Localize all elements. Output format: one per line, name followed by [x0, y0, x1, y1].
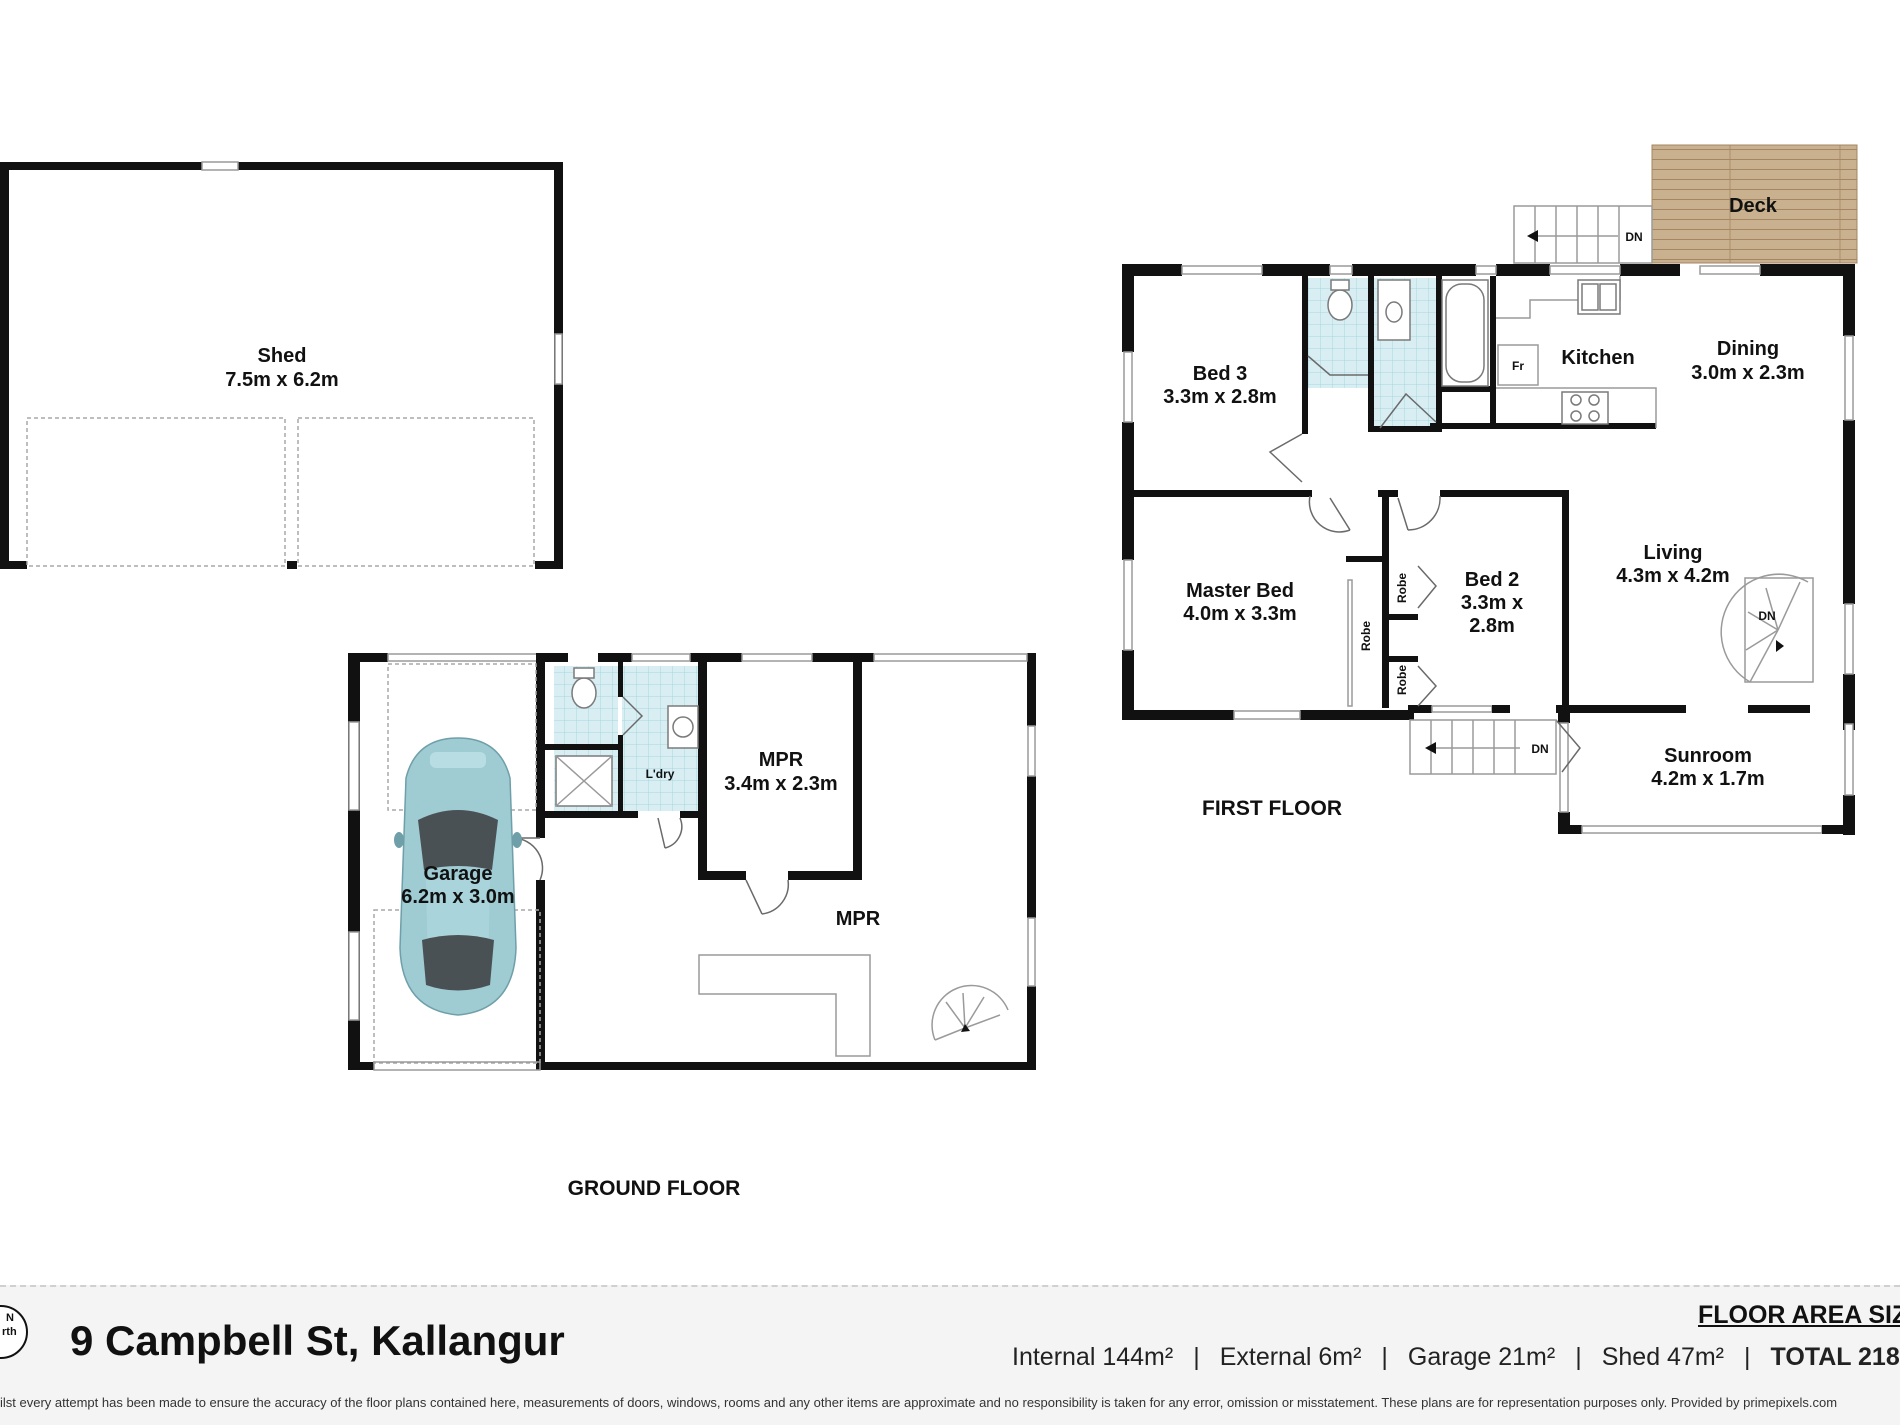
first-floor: [1122, 144, 1858, 835]
bed2-size-line1: 3.3m x: [1461, 592, 1523, 614]
front-stair-dn: DN: [1531, 742, 1548, 756]
compass-rth: rth: [2, 1326, 17, 1338]
spiral-stair-first: [1720, 573, 1814, 683]
master-bed-name: Master Bed: [1186, 580, 1294, 602]
disclaimer-text: ilst every attempt has been made to ensu…: [0, 1395, 1838, 1410]
mpr-large-name: MPR: [836, 908, 881, 930]
spiral-stair-ground: [931, 984, 1009, 1041]
dining-size: 3.0m x 2.3m: [1691, 362, 1804, 384]
floor-area-stats: Internal 144m² | External 6m² | Garage 21m² |…: [1012, 1343, 1900, 1372]
north-compass-icon: N rth: [0, 1305, 28, 1359]
living-stair-dn: DN: [1758, 609, 1775, 623]
bed2-size-line2: 2.8m: [1469, 615, 1515, 637]
bed2-name: Bed 2: [1465, 569, 1519, 591]
deck-name: Deck: [1729, 195, 1778, 217]
separator: |: [1744, 1343, 1751, 1371]
external-area: External 6m²: [1219, 1343, 1362, 1371]
first-floor-title: FIRST FLOOR: [1202, 797, 1342, 820]
shed-name: Shed: [258, 345, 307, 367]
ground-floor: [348, 653, 1036, 1071]
shed-size: 7.5m x 6.2m: [225, 369, 338, 391]
bed3-name: Bed 3: [1193, 363, 1247, 385]
laundry-name: L'dry: [646, 767, 675, 781]
deck-stairs: [1513, 205, 1653, 264]
deck-area: [1652, 145, 1857, 263]
sunroom-name: Sunroom: [1664, 745, 1752, 767]
garage-name: Garage: [424, 863, 493, 885]
fridge-label: Fr: [1512, 359, 1524, 373]
compass-n: N: [6, 1312, 14, 1324]
robe-label-1: Robe: [1395, 573, 1409, 603]
garage-size: 6.2m x 3.0m: [401, 886, 514, 908]
mpr-small-size: 3.4m x 2.3m: [724, 773, 837, 795]
property-address: 9 Campbell St, Kallangur: [70, 1317, 565, 1364]
sunroom-size: 4.2m x 1.7m: [1651, 768, 1764, 790]
bed3-size: 3.3m x 2.8m: [1163, 386, 1276, 408]
kitchen-name: Kitchen: [1561, 347, 1634, 369]
deck-stair-dn: DN: [1625, 230, 1642, 244]
dining-name: Dining: [1717, 338, 1779, 360]
footer-bar: N rth 9 Campbell St, Kallangur FLOOR ARE…: [0, 1285, 1900, 1425]
separator: |: [1193, 1343, 1200, 1371]
separator: |: [1575, 1343, 1582, 1371]
car-icon: [394, 737, 522, 1016]
shed: [0, 161, 563, 569]
floor-area-title: FLOOR AREA SIZ: [1698, 1301, 1900, 1329]
garage-area: Garage 21m²: [1407, 1343, 1556, 1371]
floor-plan-drawing: Shed 7.5m x 6.2m Garage 6.2m x 3.0m L'dr…: [0, 144, 1858, 1200]
robe-label-3: Robe: [1395, 665, 1409, 695]
front-stairs: [1409, 719, 1557, 775]
shed-area: Shed 47m²: [1601, 1343, 1725, 1371]
robe-label-2: Robe: [1359, 621, 1373, 651]
ground-floor-title: GROUND FLOOR: [568, 1177, 741, 1200]
living-size: 4.3m x 4.2m: [1616, 565, 1729, 587]
mpr-small-name: MPR: [759, 749, 804, 771]
total-area: TOTAL 218: [1770, 1343, 1900, 1371]
living-name: Living: [1644, 542, 1703, 564]
internal-area: Internal 144m²: [1012, 1343, 1174, 1371]
master-bed-size: 4.0m x 3.3m: [1183, 603, 1296, 625]
separator: |: [1381, 1343, 1388, 1371]
